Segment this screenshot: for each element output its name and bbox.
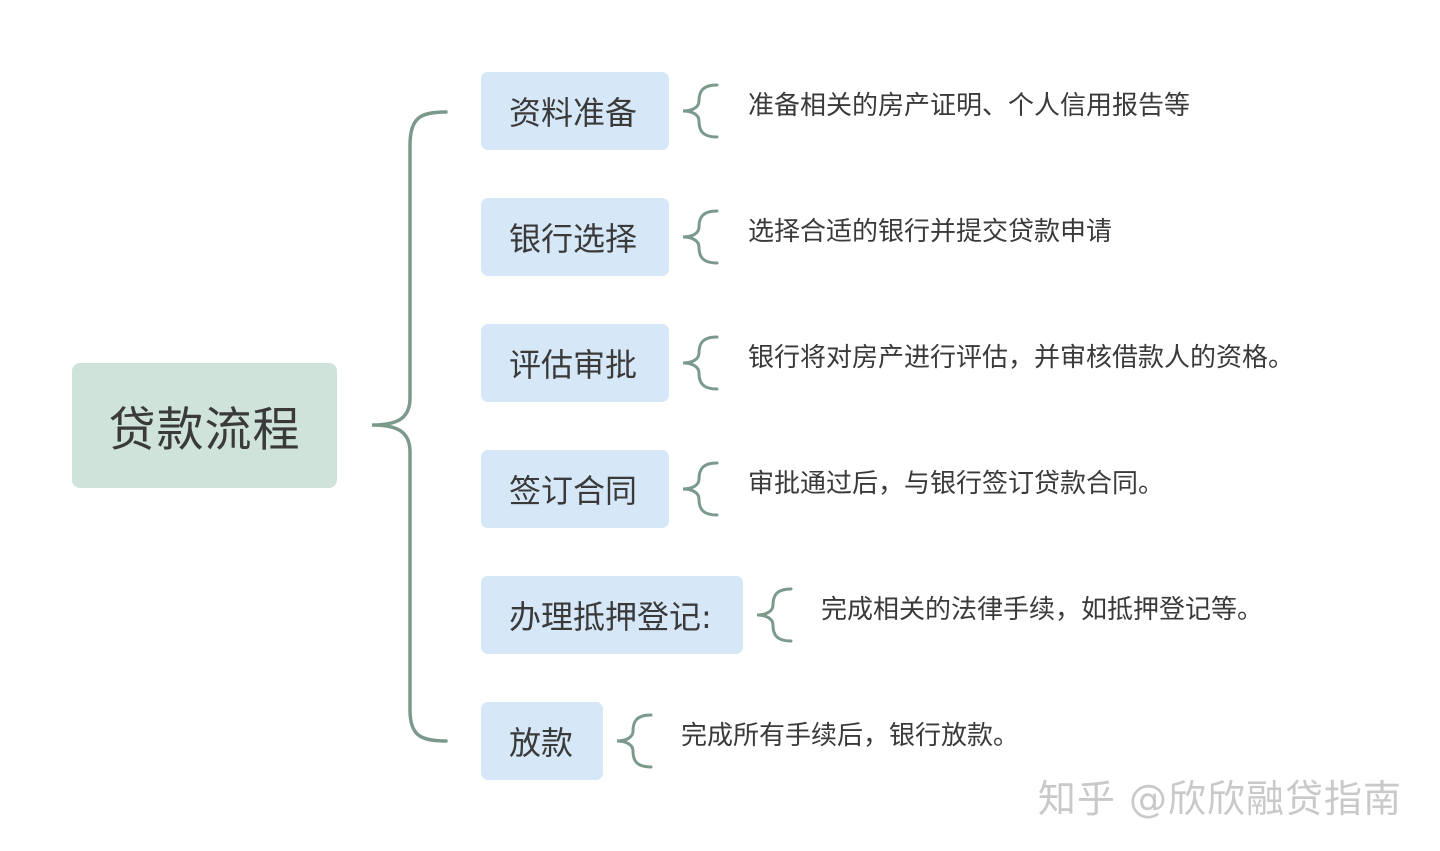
detail-brace-4 [682,461,719,517]
step-box-1[interactable]: 资料准备 [481,72,669,150]
step-detail-6: 完成所有手续后，银行放款。 [681,721,1020,751]
watermark: 知乎 @欣欣融贷指南 [1037,777,1402,821]
step-box-3[interactable]: 评估审批 [481,324,669,402]
main-bracket [371,110,448,743]
detail-brace-3 [682,335,719,391]
step-detail-4: 审批通过后，与银行签订贷款合同。 [748,469,1165,499]
detail-brace-2 [682,209,719,265]
detail-brace-6 [616,713,653,769]
step-box-2[interactable]: 银行选择 [481,198,669,276]
step-detail-2: 选择合适的银行并提交贷款申请 [748,217,1113,247]
root-node[interactable]: 贷款流程 [72,363,337,488]
step-box-6[interactable]: 放款 [481,702,603,780]
step-box-4[interactable]: 签订合同 [481,450,669,528]
step-detail-1: 准备相关的房产证明、个人信用报告等 [748,91,1191,121]
step-box-5[interactable]: 办理抵押登记: [481,576,743,654]
detail-braces [616,83,793,769]
step-detail-3: 银行将对房产进行评估，并审核借款人的资格。 [748,343,1295,373]
detail-brace-5 [756,587,793,643]
detail-brace-1 [682,83,719,139]
step-detail-5: 完成相关的法律手续，如抵押登记等。 [821,595,1264,625]
